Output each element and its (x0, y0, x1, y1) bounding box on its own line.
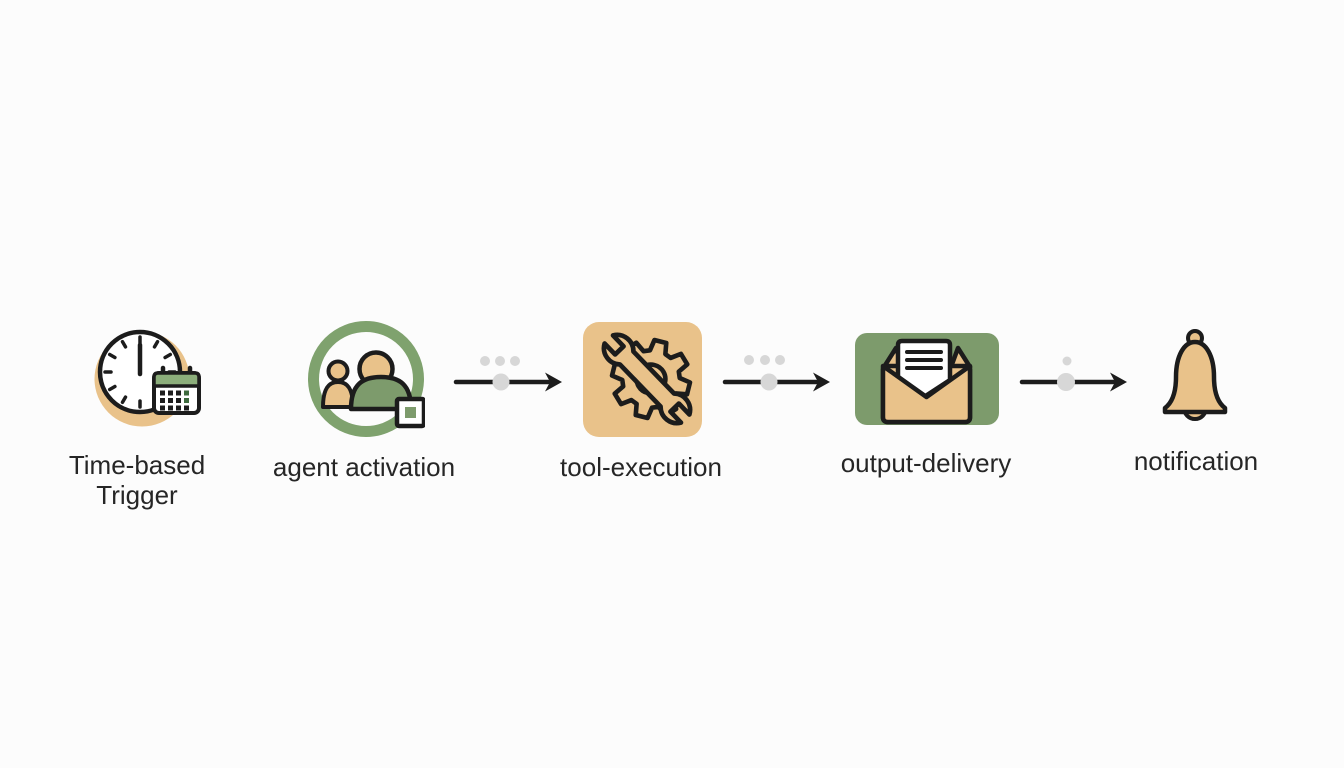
step-label-notification: notification (1133, 446, 1259, 476)
connector-arrow-2 (722, 355, 830, 392)
connector-arrow-3 (1019, 356, 1127, 392)
bell-graphic (1162, 329, 1228, 421)
bell-icon (1156, 327, 1234, 425)
back-person-body (321, 380, 355, 409)
step-label-tool-execution: tool-execution (560, 452, 722, 482)
letter-text-lines (905, 350, 943, 370)
arrowhead (813, 372, 830, 392)
wrench-gear-icon (583, 322, 702, 437)
clock-calendar-icon (86, 324, 206, 430)
green-ring (308, 321, 424, 437)
bell-body (1162, 339, 1228, 415)
badge-inner-square (405, 407, 416, 418)
agent-users-graphic (308, 321, 427, 437)
arrowhead (1110, 372, 1127, 392)
arrowhead (545, 372, 562, 392)
open-envelope-graphic (880, 338, 973, 425)
back-person-head (326, 359, 350, 383)
step-label-output-delivery: output-delivery (840, 448, 1012, 478)
wrench-gear-graphic (601, 332, 693, 426)
agent-users-icon (305, 319, 427, 439)
envelope-front-pocket (880, 363, 973, 425)
wrench-shape (601, 332, 693, 426)
connector-arrow-1 (453, 356, 562, 392)
step-label-agent-activation: agent activation (272, 452, 456, 482)
calendar-date-dots (160, 390, 189, 411)
open-envelope-icon (855, 333, 999, 425)
calendar-overlay (152, 365, 201, 415)
step-label-time-trigger: Time-based Trigger (68, 450, 206, 510)
clock-calendar-graphic (94, 329, 201, 427)
